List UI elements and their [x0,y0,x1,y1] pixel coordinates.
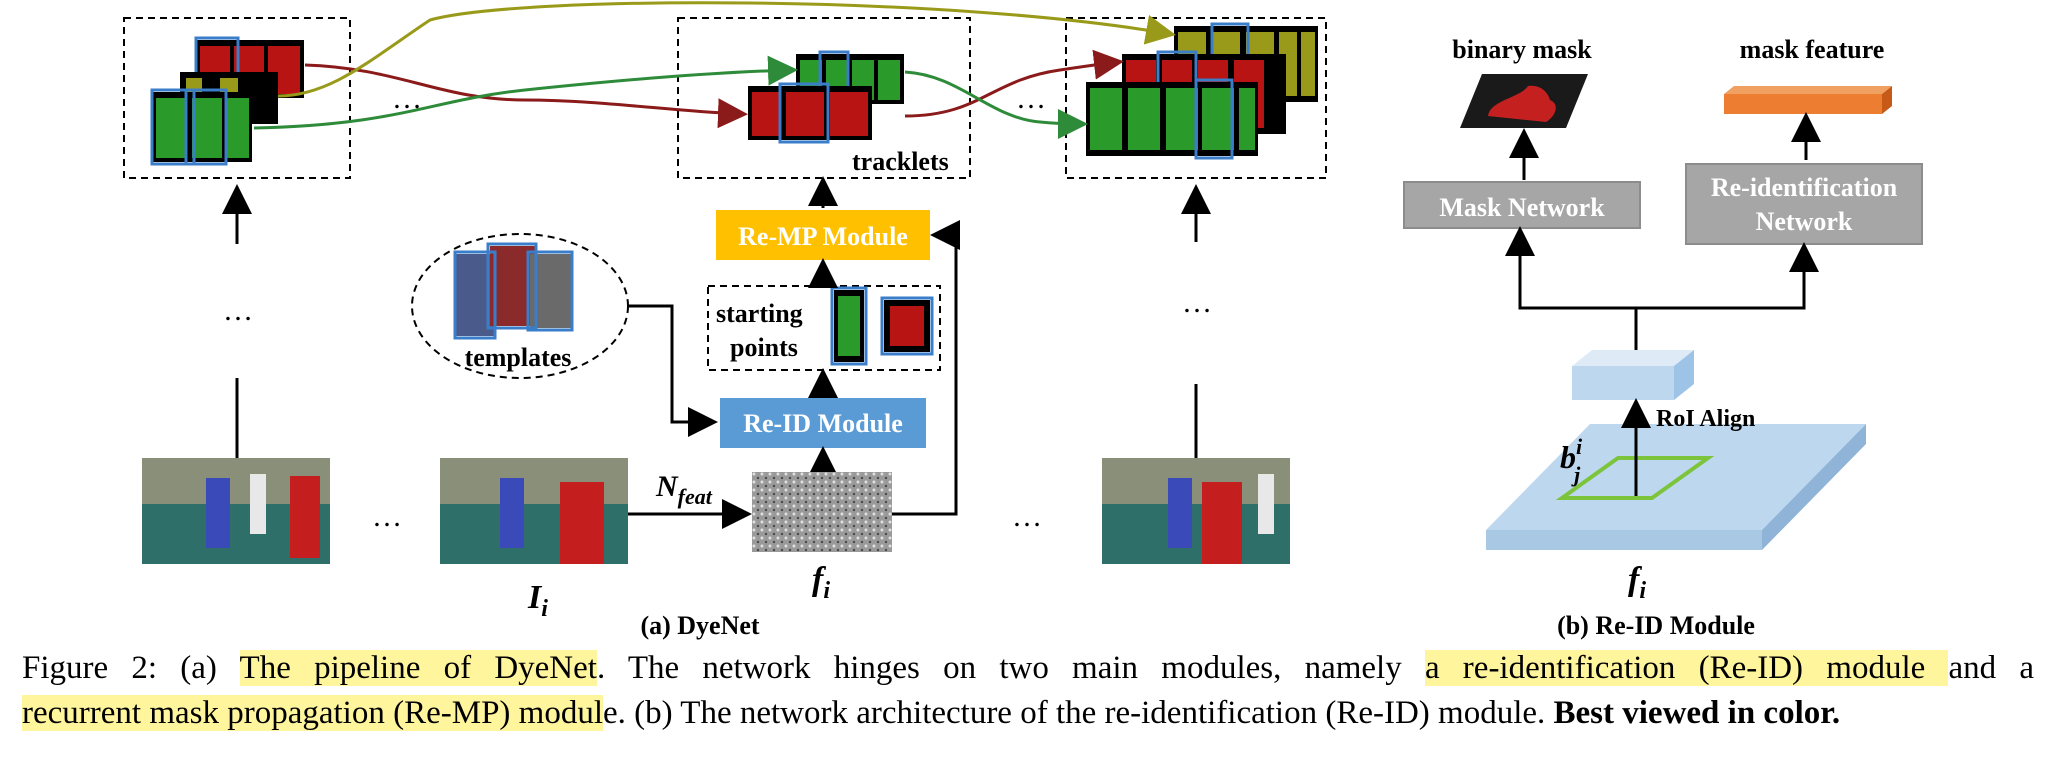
mask-feature-label: mask feature [1740,35,1885,64]
frame-first [142,458,330,564]
caption-highlight-2: a re-identification (Re-ID) module [1424,650,1949,686]
ellipsis-right-column: … [1182,286,1212,319]
roi-box [1555,456,1715,500]
ellipsis-top-right: … [1016,82,1046,115]
feature-symbol-label: fi [812,561,830,604]
subcaption-a: (a) DyeNet [640,611,759,640]
mask-network-label: Mask Network [1439,193,1605,222]
reid-network-label-2: Network [1756,207,1853,236]
frame-last [1102,458,1290,564]
ellipsis-bottom-2: … [1012,500,1042,533]
arrow-templates-to-reid [628,304,718,437]
frame-current [440,458,628,564]
feature-symbol-label-b: fi [1628,561,1646,604]
caption-bold-end: Best viewed in color. [1553,695,1841,731]
figure-caption: Figure 2: (a) The pipeline of DyeNet. Th… [22,646,2034,736]
remp-module-box [716,210,930,260]
tracklet-group-right [1065,17,1327,179]
figure-canvas: … … tracklets … … Re-MP Module starting … [123,1,1923,640]
frame-symbol-label: Ii [527,579,548,622]
mask-feature-bar [1724,94,1882,114]
arrow-red-1 [304,63,748,129]
reid-module-box [720,398,926,448]
remp-module-label: Re-MP Module [738,222,908,251]
arrow-green-2 [904,70,1088,139]
binary-mask-label: binary mask [1452,35,1592,64]
ellipsis-top-left: … [392,82,422,115]
arrow-to-reid-network [1636,242,1819,310]
reid-module-label: Re-ID Module [743,409,903,438]
ellipsis-left-column: … [223,294,253,327]
subcaption-b: (b) Re-ID Module [1557,611,1755,640]
templates-label: templates [465,343,572,372]
roi-align-label: RoI Align [1656,406,1755,432]
tracklet-group-middle [677,17,971,179]
ellipsis-bottom-1: … [372,500,402,533]
points-label: points [730,333,798,362]
arrow-red-2 [904,49,1124,118]
arrow-to-mask-network [1505,226,1638,352]
arrow-feature-to-remp [892,220,960,516]
n-feat-label: Nfeat [655,470,713,509]
arrow-olive [277,1,1176,98]
starting-label: starting [716,299,803,328]
roi-feature-block [1572,366,1674,400]
arrow-green-1 [253,55,798,130]
caption-line-1: Figure 2: (a) The pipeline of DyeNet. Th… [22,650,2035,686]
feature-map-plane [1486,424,1866,530]
reid-network-label-1: Re-identification [1711,173,1898,202]
reid-network-box [1685,163,1923,245]
mask-network-box [1403,181,1641,229]
binary-mask-shape [1488,85,1556,122]
caption-highlight-3: recurrent mask propagation (Re-MP) modul [22,695,604,731]
tracklet-group-left [123,17,351,179]
caption-highlight-1: The pipeline of DyeNet [239,650,597,686]
feature-map-image [752,472,892,552]
tracklets-label: tracklets [852,147,949,176]
caption-line-2: recurrent mask propagation (Re-MP) modul… [22,695,1841,731]
